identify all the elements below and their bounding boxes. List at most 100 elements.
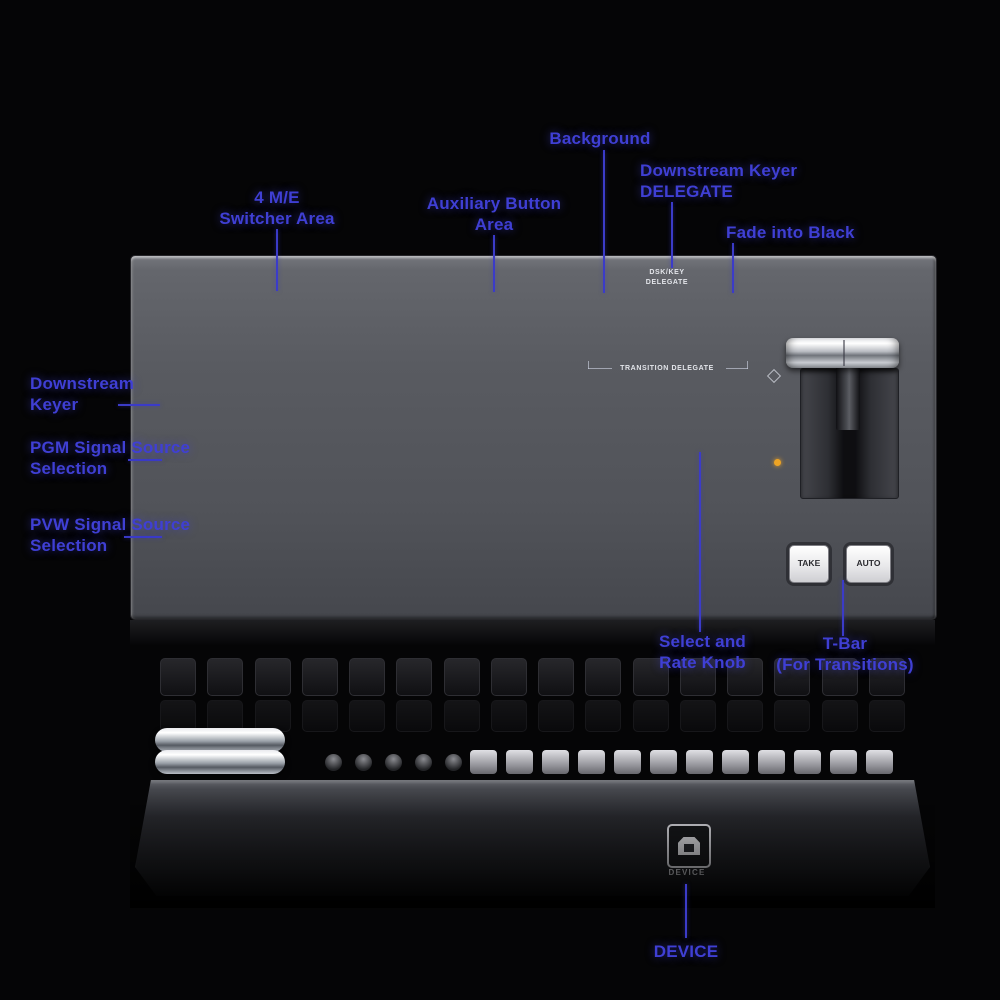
callout-line-dsk: [118, 404, 160, 406]
annotation-text: PGM Signal Source: [30, 438, 191, 457]
usb-device-port[interactable]: [667, 824, 711, 868]
annotation-background: Background: [500, 128, 700, 149]
rear-white-key: [614, 750, 641, 774]
dsk-delegate-title-line: DSK/KEY: [649, 269, 685, 276]
annotation-device: DEVICE: [616, 941, 756, 962]
rear-white-key: [722, 750, 749, 774]
rear-key-silhouette: [349, 658, 386, 696]
annotation-text: Background: [549, 129, 651, 148]
rear-knob: [325, 754, 342, 771]
rear-key-silhouette: [349, 700, 386, 732]
rear-key-silhouette: [207, 658, 244, 696]
transition-delegate-label: TRANSITION DELEGATE: [620, 365, 714, 372]
rear-white-key: [758, 750, 785, 774]
rear-key-silhouette: [396, 700, 433, 732]
callout-line-tbar: [842, 580, 844, 636]
rear-key-silhouette: [396, 658, 433, 696]
callout-line-pvw: [124, 536, 162, 538]
annotation-downstream-keyer: Downstream Keyer: [30, 373, 200, 415]
annotation-me-switcher-area: 4 M/E Switcher Area: [187, 187, 367, 229]
take-button[interactable]: TAKE: [789, 545, 829, 583]
rear-white-key: [506, 750, 533, 774]
tbar-lever[interactable]: [836, 366, 860, 430]
rear-knob: [445, 754, 462, 771]
annotation-text: Auxiliary Button: [426, 194, 562, 213]
panel-reflection-glow: [130, 620, 935, 646]
annotation-text: Fade into Black: [726, 223, 855, 242]
annotation-text: PVW Signal Source: [30, 515, 191, 534]
annotation-text: Select and: [658, 632, 747, 651]
rear-chassis: [135, 780, 930, 896]
rear-key-silhouette: [490, 700, 527, 732]
status-led: [774, 459, 781, 466]
dsk-delegate-group-title: DSK/KEY DELEGATE: [628, 268, 706, 288]
rear-key-silhouette: [774, 700, 811, 732]
annotation-text: T-Bar: [822, 634, 868, 653]
annotation-text: Selection: [30, 536, 108, 555]
bracket-line: [588, 361, 589, 369]
callout-line-select-rate: [699, 452, 701, 632]
tbar-handle[interactable]: [786, 338, 899, 368]
rear-white-key: [866, 750, 893, 774]
rear-key-silhouette: [443, 700, 480, 732]
rear-key-silhouette: [727, 700, 764, 732]
callout-line-pgm: [128, 459, 162, 461]
rear-white-key: [830, 750, 857, 774]
callout-line-aux: [493, 235, 495, 292]
annotation-pvw-selection: PVW Signal Source Selection: [30, 514, 220, 556]
annotation-tbar: T-Bar (For Transitions): [750, 633, 940, 675]
usb-b-connector-inner: [684, 844, 694, 852]
annotation-aux-area: Auxiliary Button Area: [404, 193, 584, 235]
rear-key-silhouette: [868, 700, 905, 732]
rear-white-key-row: [470, 750, 893, 774]
usb-b-connector-icon: [678, 837, 700, 855]
rear-key-silhouette: [538, 658, 575, 696]
annotation-text: Downstream Keyer: [640, 161, 798, 180]
annotation-text: Downstream: [30, 374, 135, 393]
rear-white-key: [470, 750, 497, 774]
annotation-fade-to-black: Fade into Black: [726, 222, 906, 243]
rear-key-silhouette: [160, 658, 196, 696]
callout-line-device: [685, 884, 687, 938]
annotation-text: Area: [474, 215, 514, 234]
callout-line-dsk-delegate: [671, 202, 673, 268]
bracket-line: [747, 361, 748, 369]
rear-white-key: [542, 750, 569, 774]
annotation-text: Keyer: [30, 395, 79, 414]
rear-key-silhouette: [254, 658, 291, 696]
rear-white-key: [686, 750, 713, 774]
rear-white-key: [650, 750, 677, 774]
rear-view: DEVICE: [130, 648, 935, 908]
annotation-pgm-selection: PGM Signal Source Selection: [30, 437, 220, 479]
rear-knob: [355, 754, 372, 771]
rear-knob-row: [325, 754, 462, 771]
rear-key-silhouette: [585, 658, 622, 696]
callout-line-me-area: [276, 229, 278, 291]
rear-key-silhouette: [821, 700, 858, 732]
callout-line-ftb: [732, 243, 734, 293]
annotation-text: Switcher Area: [219, 209, 335, 228]
rear-key-silhouette: [538, 700, 575, 732]
rear-key-silhouette: [679, 700, 716, 732]
rear-key-silhouette: [632, 700, 669, 732]
auto-button[interactable]: AUTO: [846, 545, 891, 583]
rear-key-silhouette: [301, 658, 338, 696]
usb-device-port-label: DEVICE: [668, 868, 706, 877]
callout-line-background: [603, 150, 605, 293]
rear-knob: [415, 754, 432, 771]
bracket-line: [588, 368, 612, 369]
annotation-text: (For Transitions): [776, 655, 914, 674]
annotation-text: DEVICE: [653, 942, 719, 961]
rear-knob: [385, 754, 402, 771]
annotation-dsk-delegate: Downstream Keyer DELEGATE: [640, 160, 900, 202]
rear-key-silhouette: [443, 658, 480, 696]
bracket-line: [726, 368, 748, 369]
rear-key-silhouette: [585, 700, 622, 732]
rear-key-silhouette: [301, 700, 338, 732]
annotation-text: DELEGATE: [640, 182, 733, 201]
rear-white-key: [794, 750, 821, 774]
dsk-delegate-title-line: DELEGATE: [645, 279, 689, 286]
annotation-text: Selection: [30, 459, 108, 478]
rear-key-silhouette: [490, 658, 527, 696]
